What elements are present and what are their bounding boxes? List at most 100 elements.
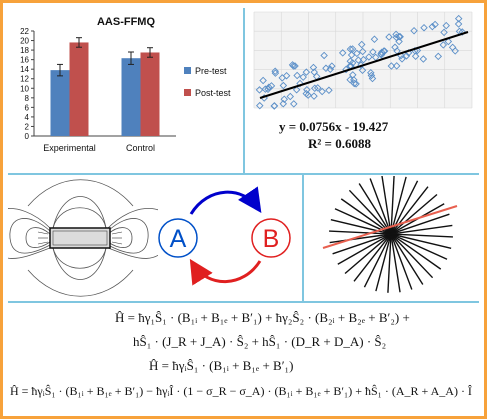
y-tick-label: 10 — [20, 84, 29, 93]
category-label: Control — [126, 143, 155, 153]
magnet-field-diagram — [0, 179, 172, 297]
scatter-point — [354, 56, 363, 64]
scatter-point — [396, 32, 404, 41]
category-label: Experimental — [43, 143, 96, 153]
trend-line — [259, 31, 469, 99]
scatter-point — [365, 53, 373, 61]
scatter-point — [370, 35, 379, 44]
scatter-point — [302, 68, 311, 76]
scatter-point — [391, 43, 399, 52]
fit-equation: y = 0.0756x - 19.427 — [279, 119, 389, 134]
y-tick-label: 0 — [25, 132, 30, 141]
scatter-point — [255, 86, 264, 94]
scatter-point — [371, 53, 380, 62]
scatter-point — [303, 86, 311, 94]
scatter-point — [282, 71, 291, 80]
scatter-point — [411, 52, 420, 61]
scatter-point — [320, 51, 328, 60]
scatter-point — [310, 92, 318, 100]
scatter-point — [286, 92, 295, 101]
scatter-point — [385, 33, 393, 41]
scatter-point — [310, 68, 319, 76]
scatter-point — [346, 45, 355, 53]
scatter-point — [290, 100, 298, 108]
scatter-point — [311, 84, 319, 93]
scatter-point — [387, 62, 396, 70]
scatter-point — [348, 59, 357, 67]
scatter-point — [271, 67, 279, 76]
scatter-point — [325, 86, 333, 94]
scatter-point — [348, 45, 357, 53]
scatter-point — [256, 101, 264, 110]
scatter-point — [326, 65, 335, 74]
scatter-point — [380, 47, 388, 55]
scatter-point — [369, 48, 377, 56]
red-arrow — [189, 258, 262, 286]
scatter-point — [377, 50, 385, 58]
scatter-point — [309, 63, 318, 72]
y-tick-label: 8 — [25, 94, 30, 103]
scatter-point — [428, 22, 437, 31]
scatter-point — [261, 85, 270, 93]
scatter-point — [358, 47, 367, 56]
scatter-point — [454, 14, 463, 23]
bar — [140, 52, 160, 136]
legend-label: Post-test — [195, 88, 231, 98]
bar-magnet — [49, 227, 111, 249]
scatter-point — [448, 43, 457, 52]
scatter-point — [353, 49, 361, 58]
legend-swatch — [184, 89, 191, 96]
divider-vertical-middle — [302, 175, 304, 301]
scatter-point — [410, 26, 418, 35]
field-lines — [0, 179, 172, 297]
scatter-point — [439, 41, 448, 49]
y-tick-label: 16 — [20, 56, 29, 65]
scatter-point — [420, 23, 428, 32]
equations-panel: Ĥ = ħγ₁Ŝ₁ · (B₁ᵢ + B₁ₑ + B′₁) + ħγ₂Ŝ₂ · … — [8, 304, 479, 412]
scatter-point — [352, 80, 360, 88]
scatter-point — [259, 76, 267, 85]
scatter-point — [359, 55, 368, 64]
starburst-panel — [305, 175, 480, 300]
scatter-point — [455, 27, 464, 36]
scatter-point — [350, 79, 359, 88]
scatter-point — [357, 40, 366, 49]
scatter-point — [267, 82, 276, 90]
scatter-point — [419, 55, 428, 63]
scatter-point — [444, 37, 453, 46]
divider-vertical-top — [243, 8, 245, 173]
magnet-field-panel — [0, 176, 172, 300]
y-tick-label: 22 — [20, 27, 29, 36]
scatter-point — [392, 62, 401, 70]
circle-a-label: A — [170, 225, 187, 253]
scatter-point — [440, 28, 448, 37]
scatter-point — [299, 73, 307, 81]
bar-magnet-inner — [52, 230, 108, 246]
scatter-point — [279, 100, 288, 108]
equation-line-2: hŜ₁ · (J_R + J_A) · Ŝ₂ + hŜ₁ · (D_R + D_… — [133, 334, 387, 349]
scatter-point — [271, 69, 280, 77]
divider-bottom — [8, 301, 479, 303]
scatter-point — [442, 21, 450, 30]
circle-b-label: B — [263, 225, 280, 253]
ab-cycle-panel: A B — [158, 176, 301, 300]
circle-b — [251, 218, 291, 258]
ab-cycle-diagram: A B — [158, 186, 291, 286]
blue-arrow — [189, 186, 262, 215]
y-tick-label: 4 — [25, 113, 30, 122]
scatter-point — [346, 57, 355, 65]
scatter-point — [279, 81, 288, 90]
scatter-point — [292, 86, 301, 94]
scatter-point — [338, 49, 347, 57]
y-tick-label: 20 — [20, 37, 29, 46]
y-tick-label: 6 — [25, 103, 30, 112]
equation-line-3: Ĥ = ħγᵢŜ₁ · (B₁ᵢ + B₁ₑ + B′₁) — [149, 358, 294, 373]
highlighted-line — [322, 205, 458, 249]
bar — [121, 58, 141, 136]
scatter-panel: y = 0.0756x - 19.427 R² = 0.6088 — [246, 6, 480, 172]
legend-swatch — [184, 67, 191, 74]
scatter-plot — [253, 11, 473, 110]
scatter-point — [270, 102, 278, 110]
